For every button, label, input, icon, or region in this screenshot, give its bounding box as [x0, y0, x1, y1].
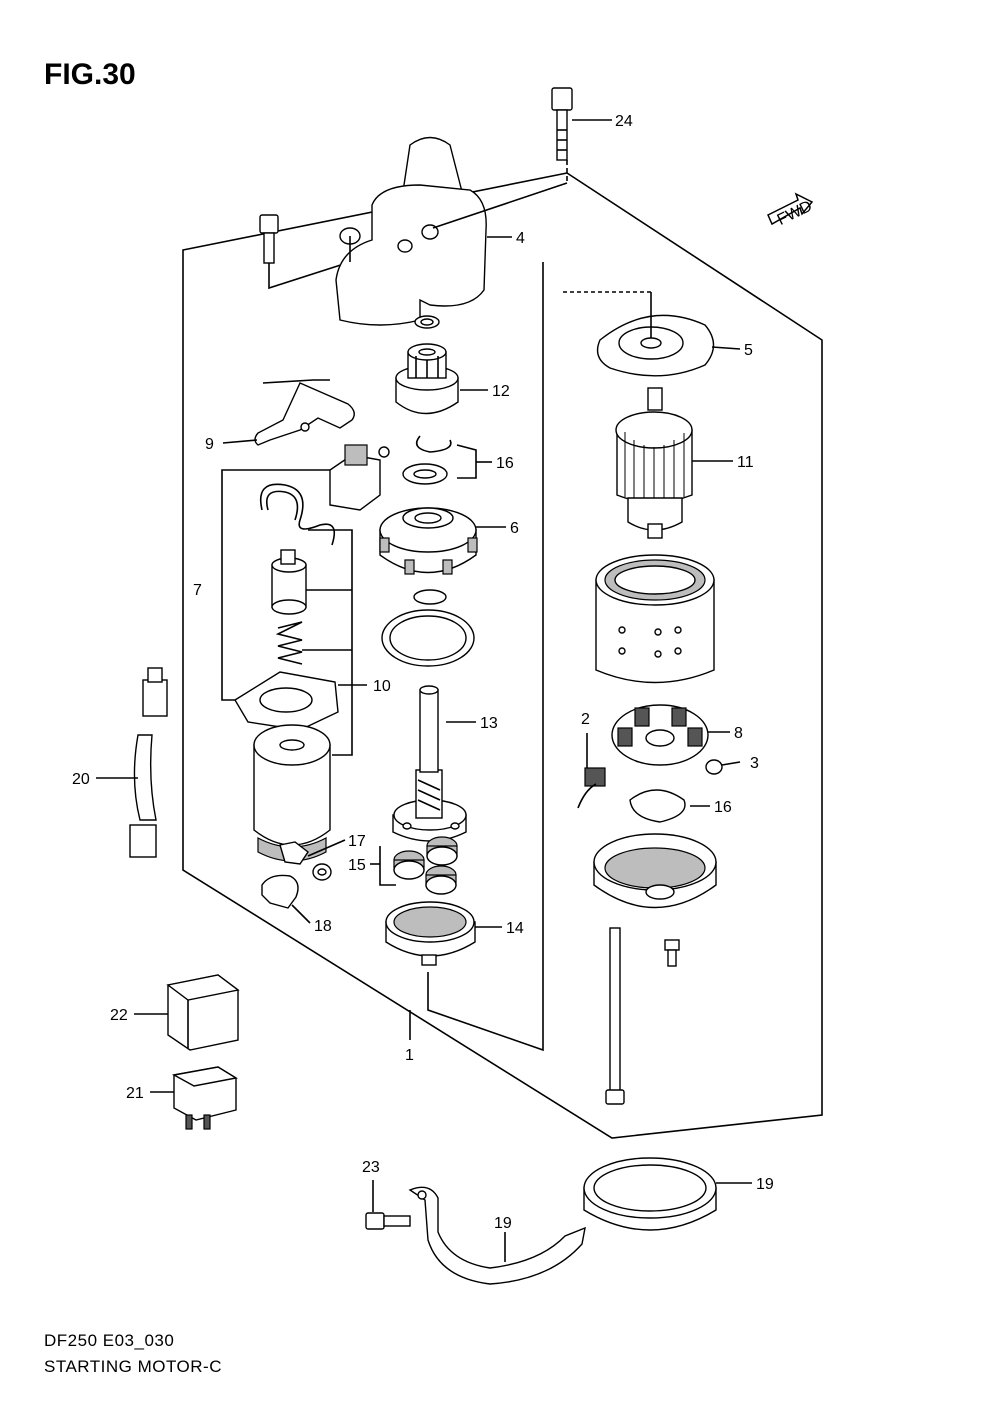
solenoid-cover-4: [335, 136, 568, 326]
o-ring-inner: [420, 318, 434, 326]
spring: [275, 621, 303, 665]
screw: [664, 939, 680, 967]
callout-23: 22: [110, 1007, 128, 1024]
callout-4: 4: [516, 230, 525, 247]
washer: [413, 589, 447, 605]
yoke: [595, 554, 715, 684]
nut-3: [705, 759, 723, 775]
plate-5: [562, 291, 715, 377]
bracket-10: [308, 529, 353, 756]
clip-18: [261, 874, 311, 924]
callout-22: 21: [126, 1085, 144, 1102]
armature-11: [615, 387, 693, 539]
diagram-code: DF250 E03_030: [44, 1331, 175, 1350]
callout-10: 10: [373, 678, 391, 695]
callout-21: 20: [72, 771, 90, 788]
callout-labels: 24 4 5 12 9 16 11 6 7 10 2 13 8 3 20 16 …: [72, 113, 774, 1232]
lead-wire-2: [577, 733, 606, 809]
callout-6: 6: [510, 520, 519, 537]
bolt-small-top: [259, 214, 351, 290]
band-20: [583, 1157, 717, 1231]
through-bolt: [605, 927, 625, 1105]
assembly-frame: [182, 172, 823, 1139]
solenoid-plunger: [271, 549, 307, 615]
wire-loop: [260, 483, 336, 546]
bracket-7: [221, 469, 330, 701]
planet-gears-15: [379, 836, 458, 895]
callout-25: 24: [615, 113, 633, 130]
callout-17: 17: [348, 833, 366, 850]
solenoid-body: [253, 724, 331, 862]
relay-22: [171, 1066, 238, 1130]
callout-8: 8: [734, 725, 743, 742]
callout-5: 5: [744, 342, 753, 359]
callout-18: 18: [314, 918, 332, 935]
bolt-25: [551, 87, 573, 183]
callout-16-top: 16: [496, 455, 514, 472]
callout-19: 19: [494, 1215, 512, 1232]
fwd-arrow-icon: FWD: [767, 192, 815, 229]
callout-16-lower: 16: [714, 799, 732, 816]
clip-16-top: [402, 435, 452, 485]
nut-17: [279, 839, 346, 881]
callout-7: 7: [193, 582, 202, 599]
callout-11: 11: [737, 454, 754, 471]
strap-19: [408, 1186, 586, 1285]
diagram-name: STARTING MOTOR-C: [44, 1357, 222, 1376]
relay-23: [166, 974, 240, 1051]
washer-16-lower: [629, 789, 686, 823]
callout-12: 12: [492, 383, 510, 400]
callout-14: 14: [506, 920, 524, 937]
leader-lines: [96, 119, 752, 1262]
callout-13: 13: [480, 715, 498, 732]
drive-housing-6: [379, 507, 478, 575]
callout-3: 3: [750, 755, 759, 772]
output-shaft-13: [392, 685, 467, 842]
callout-20: 19: [756, 1176, 774, 1193]
harness-21: [129, 667, 168, 858]
end-frame: [593, 833, 717, 909]
pinion-12: [395, 343, 459, 415]
callout-2: 2: [581, 711, 590, 728]
brush-holder-8: [611, 704, 709, 766]
callout-24: 23: [362, 1159, 380, 1176]
figure-title: FIG.30: [44, 58, 136, 91]
insulator-block: [329, 444, 390, 511]
shift-lever-9: [254, 379, 355, 446]
callout-1: 1: [405, 1047, 414, 1064]
bolt-24: [365, 1212, 411, 1230]
contact-plate: [234, 671, 339, 731]
internal-gear-14: [385, 901, 476, 966]
gasket-ring: [381, 609, 475, 667]
callout-15: 15: [348, 857, 366, 874]
callout-9: 9: [205, 436, 214, 453]
